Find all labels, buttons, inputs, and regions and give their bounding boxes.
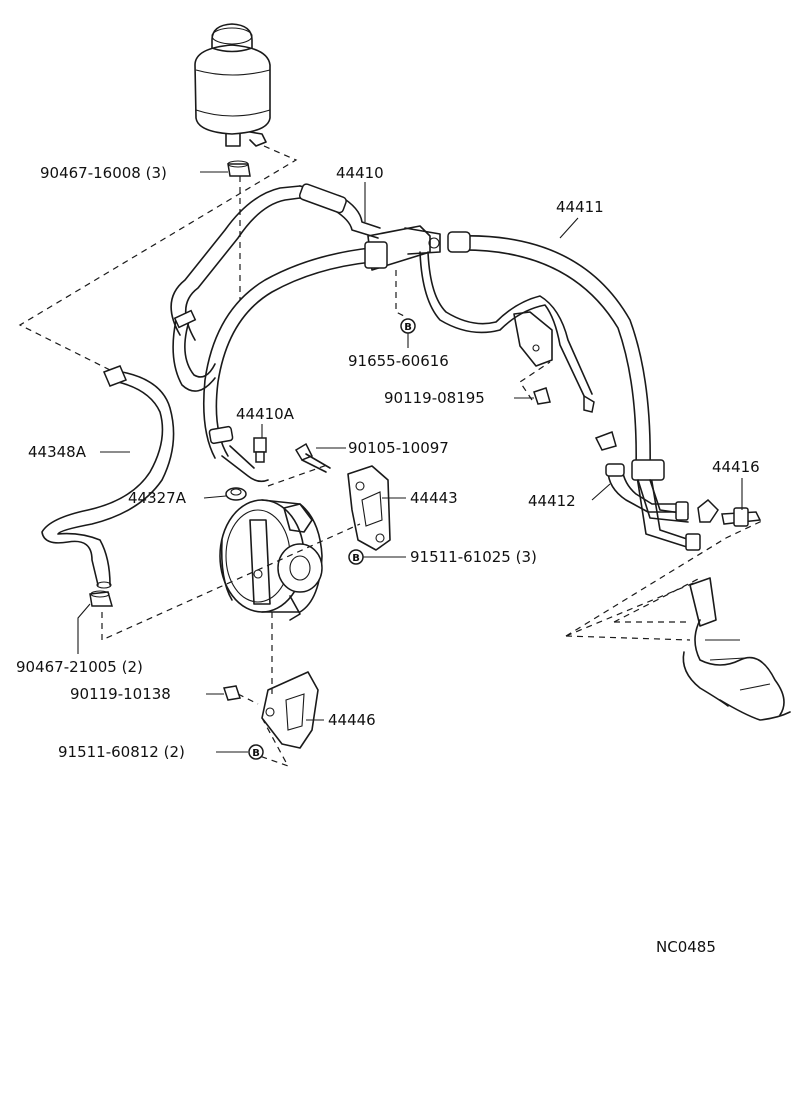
clamp-suction-top	[103, 365, 127, 387]
bolt-90105-10097	[294, 442, 331, 473]
label-90467-16008: 90467-16008 (3)	[40, 164, 167, 182]
suction-hose-44348A	[41, 371, 175, 589]
svg-text:B: B	[352, 553, 360, 564]
clamp-90467-21005	[89, 590, 113, 607]
union-bolt-44410A	[253, 437, 267, 463]
marker-b-3: B	[248, 744, 264, 760]
power-steering-pump	[219, 499, 323, 621]
pressure-hose-44411	[447, 231, 701, 551]
label-44443: 44443	[410, 489, 458, 507]
label-44412: 44412	[528, 492, 576, 510]
label-44348A: 44348A	[28, 443, 87, 461]
label-90105-10097: 90105-10097	[348, 439, 449, 457]
label-90119-08195: 90119-08195	[384, 389, 485, 407]
label-44327A: 44327A	[128, 489, 187, 507]
label-44410A: 44410A	[236, 405, 295, 423]
bracket-44443	[347, 465, 391, 551]
label-44411: 44411	[556, 198, 604, 216]
marker-b-1: B	[400, 318, 416, 334]
reservoir-tank	[194, 23, 271, 147]
pressure-hose-44410	[202, 225, 595, 483]
bolt-90119-10138	[223, 685, 241, 701]
svg-text:B: B	[404, 322, 412, 333]
union-44416	[697, 498, 762, 527]
label-90119-10138: 90119-10138	[70, 685, 171, 703]
gasket-44327A	[225, 487, 247, 501]
bracket-44446	[261, 671, 319, 749]
label-44416: 44416	[712, 458, 760, 476]
steering-gear	[682, 577, 791, 721]
clip-44412	[594, 431, 617, 451]
label-91511-60812: 91511-60812 (2)	[58, 743, 185, 761]
label-44446: 44446	[328, 711, 376, 729]
label-91511-61025: 91511-61025 (3)	[410, 548, 537, 566]
tube-bracket	[513, 311, 553, 367]
diagram-code: NC0485	[656, 938, 716, 956]
hose-44412	[605, 463, 689, 521]
label-91655-60616: 91655-60616	[348, 352, 449, 370]
guide-lines	[18, 145, 765, 768]
label-44410: 44410	[336, 164, 384, 182]
label-90467-21005: 90467-21005 (2)	[16, 658, 143, 676]
clamp-reservoir	[227, 160, 251, 177]
return-hose	[170, 183, 381, 392]
clip-90119-08195	[533, 387, 551, 405]
marker-b-2: B	[348, 549, 364, 565]
svg-text:B: B	[252, 748, 260, 759]
leader-lines	[77, 171, 743, 753]
